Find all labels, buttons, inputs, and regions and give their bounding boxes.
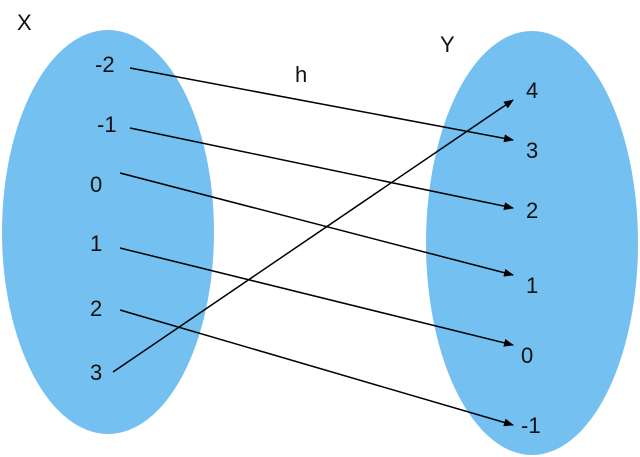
function-label: h — [295, 62, 307, 87]
codomain-element: -1 — [521, 413, 541, 438]
codomain-label: Y — [440, 32, 455, 57]
mapping-arrow — [112, 99, 514, 373]
domain-element: 1 — [90, 231, 102, 256]
codomain-element: 0 — [521, 343, 533, 368]
mapping-arrow — [129, 127, 514, 211]
domain-set-ellipse — [2, 30, 214, 434]
codomain-element: 3 — [526, 138, 538, 163]
mapping-arrow — [119, 172, 514, 277]
domain-element: 0 — [90, 172, 102, 197]
mapping-arrow — [129, 67, 514, 143]
domain-element: -1 — [97, 112, 117, 137]
mapping-arrow — [119, 309, 514, 427]
codomain-element: 4 — [526, 78, 538, 103]
domain-label: X — [17, 10, 32, 35]
codomain-element: 2 — [526, 198, 538, 223]
codomain-set-ellipse — [426, 31, 638, 455]
domain-element: -2 — [95, 52, 115, 77]
codomain-element: 1 — [526, 273, 538, 298]
domain-element: 2 — [90, 296, 102, 321]
domain-element: 3 — [90, 360, 102, 385]
mapping-arrow — [119, 247, 514, 347]
